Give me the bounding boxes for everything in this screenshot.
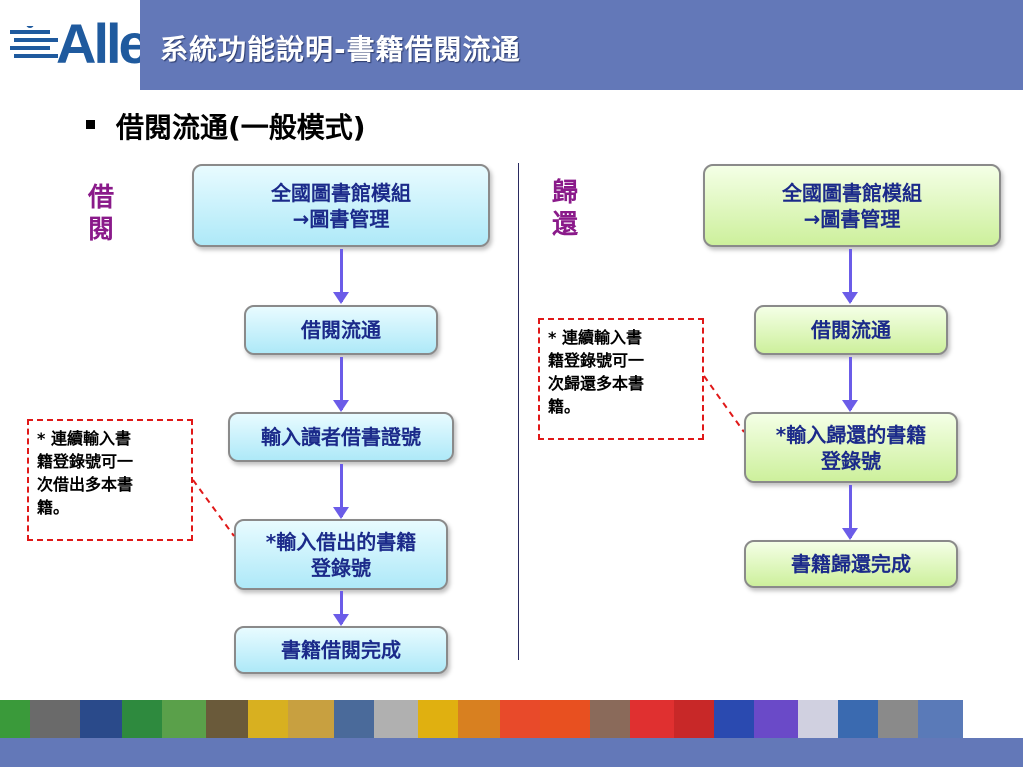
header: Alle 系統功能說明-書籍借閱流通 <box>0 0 1023 90</box>
footer-image-strip <box>0 700 1023 738</box>
borrow-label: 借 閱 <box>87 183 114 245</box>
arrow-down-icon <box>333 591 349 626</box>
return-step-circulation: 借閱流通 <box>754 305 948 355</box>
footer-bar <box>0 738 1023 767</box>
title-bar: 系統功能說明-書籍借閱流通 <box>140 0 1023 90</box>
return-step-complete: 書籍歸還完成 <box>744 540 958 588</box>
borrow-step-book-number: *輸入借出的書籍 登錄號 <box>234 519 448 590</box>
logo: Alle <box>0 0 150 90</box>
arrow-down-icon <box>333 464 349 519</box>
column-divider <box>518 163 519 660</box>
arrow-down-icon <box>333 357 349 412</box>
return-note: * 連續輸入書 籍登錄號可一 次歸還多本書 籍。 <box>538 318 704 440</box>
logo-text: Alle <box>56 12 150 75</box>
logo-lines-icon <box>10 26 58 58</box>
page-title: 系統功能說明-書籍借閱流通 <box>160 33 521 66</box>
section-subtitle: 借閱流通(一般模式) <box>116 111 366 144</box>
return-label: 歸 還 <box>551 178 578 240</box>
arrow-down-icon <box>842 249 858 304</box>
borrow-step-module: 全國圖書館模組 →圖書管理 <box>192 164 490 247</box>
borrow-note: * 連續輸入書 籍登錄號可一 次借出多本書 籍。 <box>27 419 193 541</box>
borrow-step-circulation: 借閱流通 <box>244 305 438 355</box>
return-step-book-number: *輸入歸還的書籍 登錄號 <box>744 412 958 483</box>
borrow-step-reader-card: 輸入讀者借書證號 <box>228 412 454 462</box>
arrow-down-icon <box>333 249 349 304</box>
bullet-icon <box>86 120 95 129</box>
arrow-down-icon <box>842 357 858 412</box>
arrow-down-icon <box>842 485 858 540</box>
return-step-module: 全國圖書館模組 →圖書管理 <box>703 164 1001 247</box>
borrow-step-complete: 書籍借閱完成 <box>234 626 448 674</box>
